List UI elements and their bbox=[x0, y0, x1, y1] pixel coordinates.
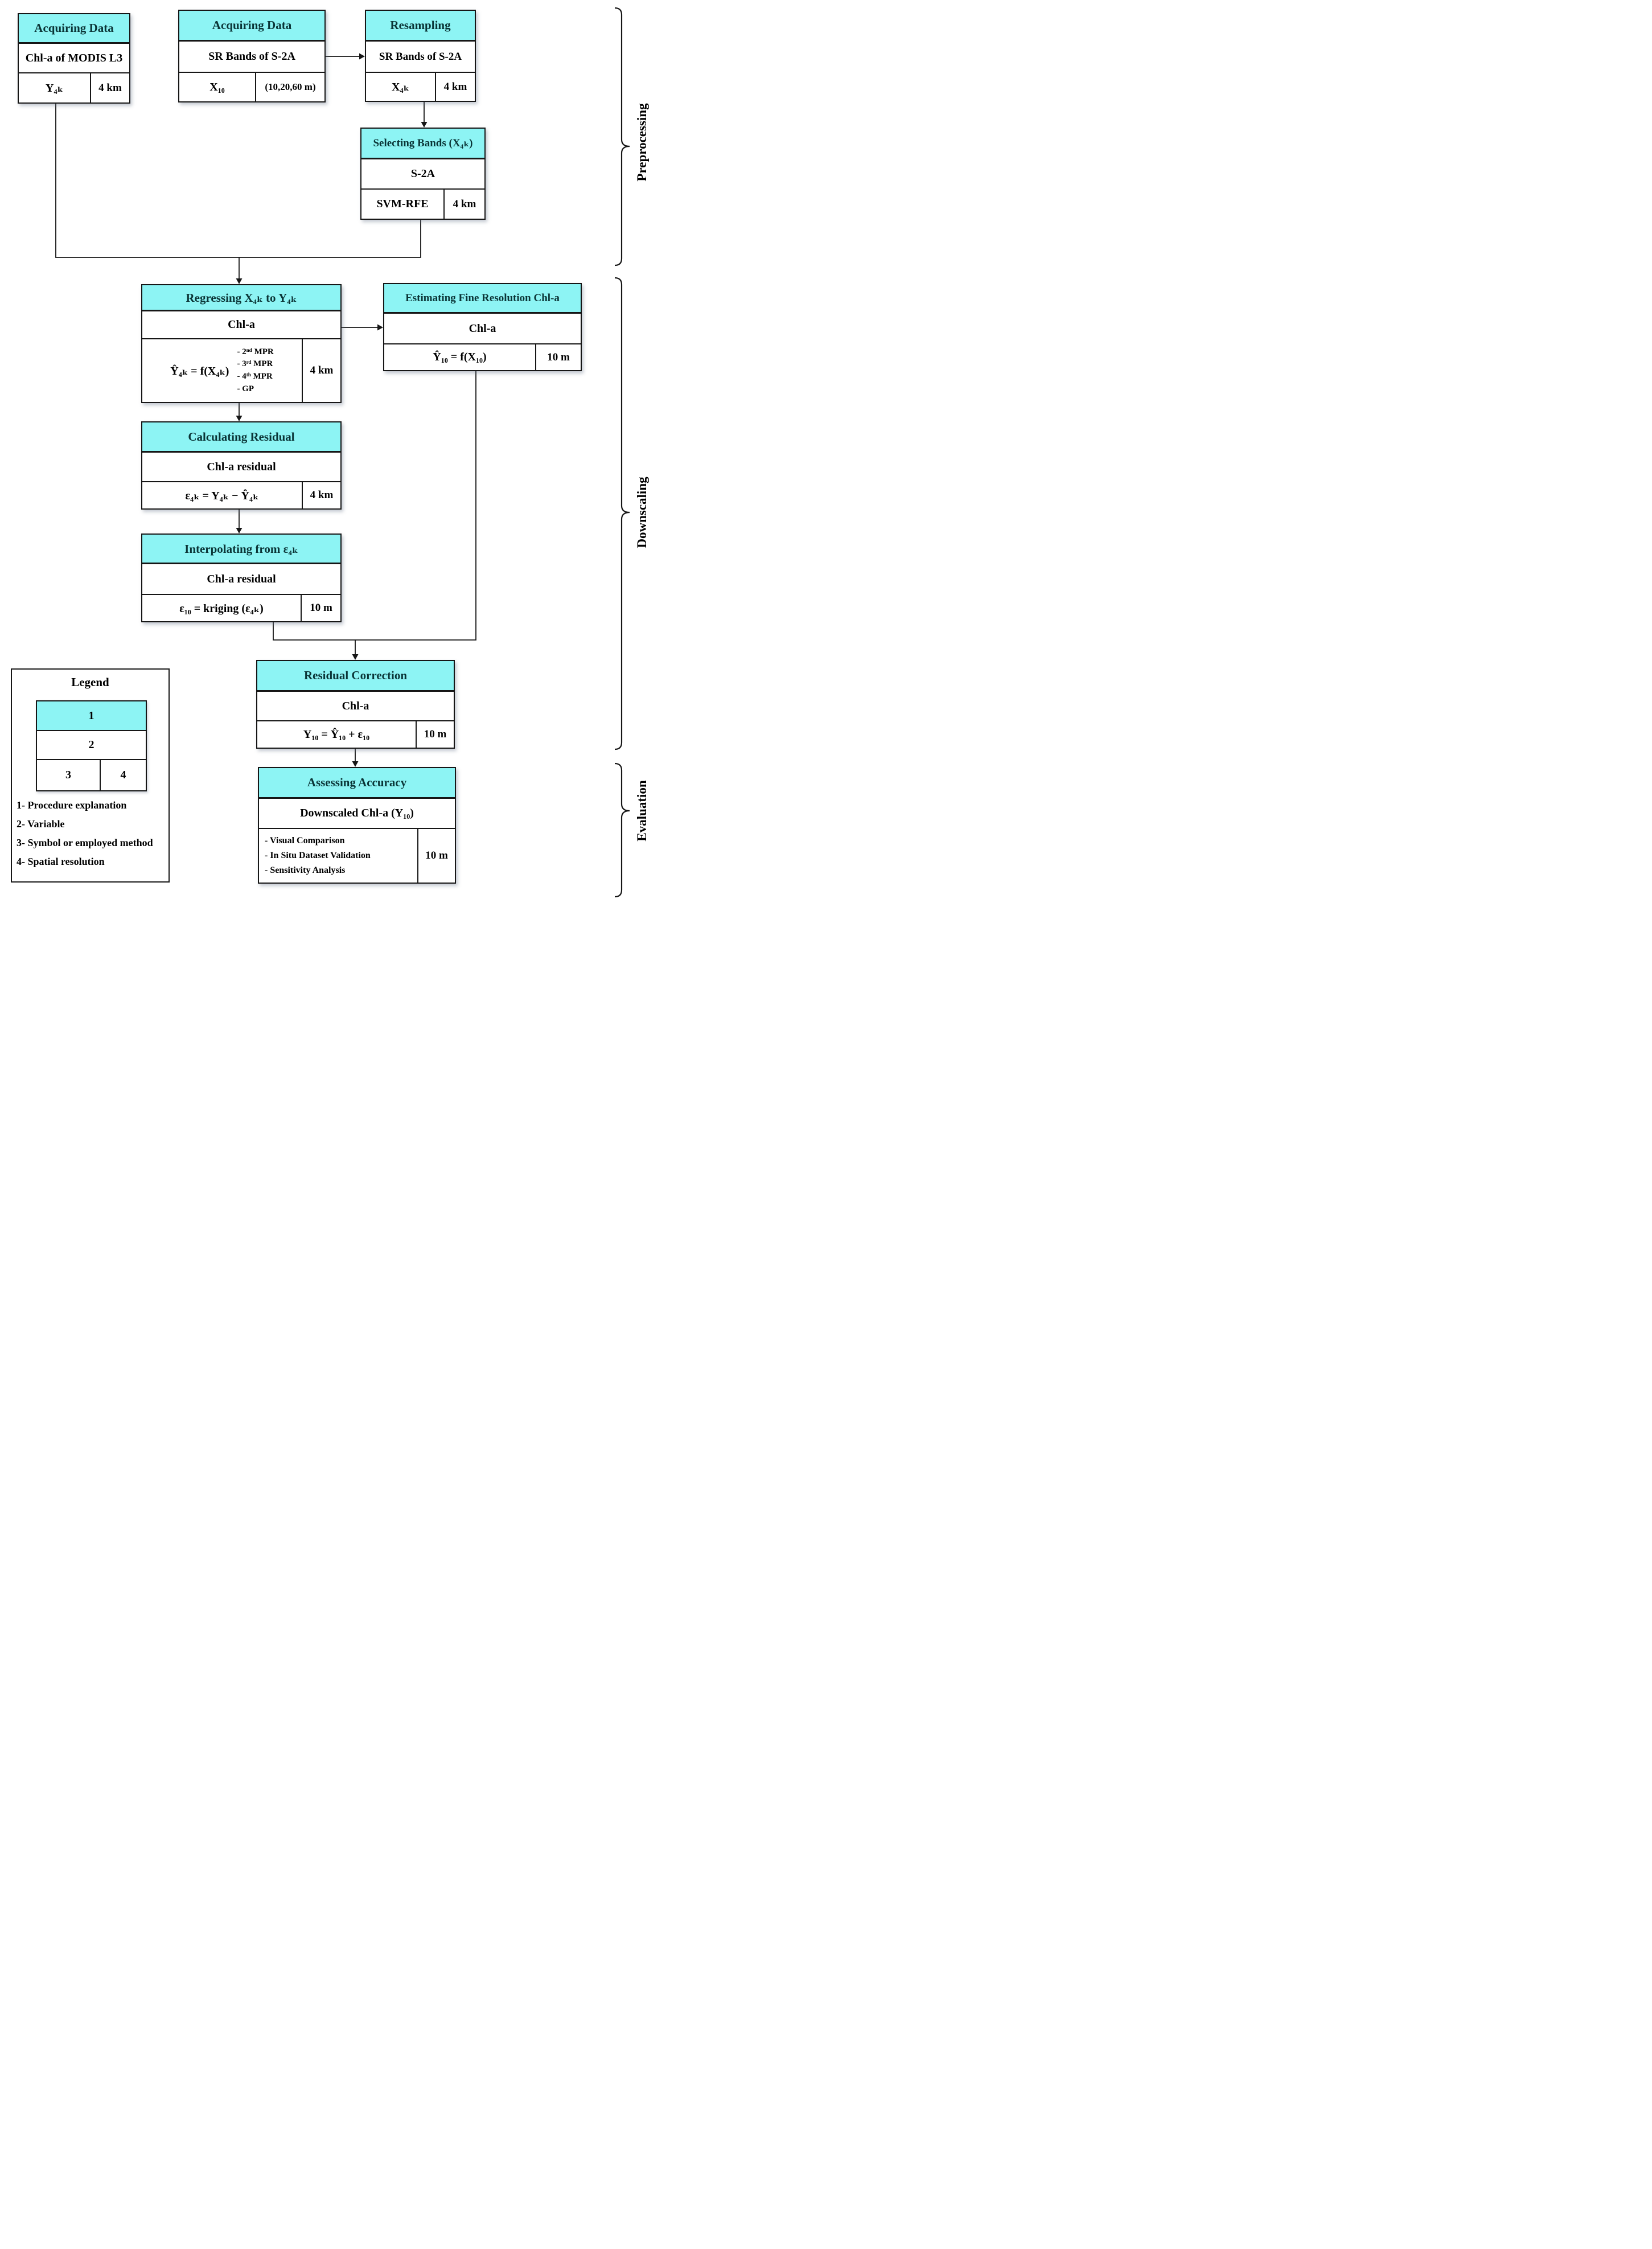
box-variable: Chl-a bbox=[257, 692, 454, 721]
box-resolution: 10 m bbox=[417, 829, 455, 883]
box-variable: Chl-a of MODIS L3 bbox=[19, 44, 129, 73]
box-variable: Chl-a bbox=[384, 314, 581, 344]
method-item: - In Situ Dataset Validation bbox=[265, 851, 371, 860]
legend-sample-cell-3: 3 bbox=[65, 769, 71, 781]
box-acquiring-modis: Acquiring Data Chl-a of MODIS L3 Y₄ₖ 4 k… bbox=[18, 13, 130, 104]
box-header: Assessing Accuracy bbox=[259, 768, 455, 799]
box-variable: Chl-a bbox=[142, 311, 340, 339]
legend-note: 3- Symbol or employed method bbox=[17, 837, 153, 848]
legend-box: Legend 1 2 3 4 1- Procedure explanation … bbox=[11, 668, 170, 883]
box-regressing: Regressing X₄ₖ to Y₄ₖ Chl-a Ŷ₄ₖ = f(X₄ₖ)… bbox=[141, 284, 342, 403]
box-symbol: Y₁₀ = Ŷ₁₀ + ε₁₀ bbox=[303, 728, 370, 741]
arrowhead-down-icon bbox=[352, 761, 359, 767]
section-label-preprocessing: Preprocessing bbox=[635, 103, 649, 182]
arrowhead-right-icon bbox=[359, 53, 365, 60]
legend-title: Legend bbox=[71, 675, 109, 689]
legend-sample-box: 1 2 3 4 bbox=[36, 700, 147, 791]
box-header: Acquiring Data bbox=[19, 14, 129, 44]
box-header: Regressing X₄ₖ to Y₄ₖ bbox=[142, 285, 340, 311]
method-item: - GP bbox=[237, 384, 254, 393]
box-resolution: 4 km bbox=[302, 482, 340, 508]
box-resolution: 4 km bbox=[435, 73, 475, 101]
legend-sample-cell-1: 1 bbox=[37, 701, 146, 731]
arrowhead-right-icon bbox=[377, 324, 383, 331]
box-resolution: 4 km bbox=[302, 339, 340, 402]
method-item: - 3ʳᵈ MPR bbox=[237, 359, 273, 369]
box-acquiring-s2a: Acquiring Data SR Bands of S-2A X₁₀ (10,… bbox=[178, 10, 326, 102]
box-symbol: Ŷ₄ₖ = f(X₄ₖ) bbox=[170, 364, 229, 377]
connector-merge-downscaling bbox=[273, 371, 476, 641]
arrowhead-down-icon bbox=[236, 278, 243, 284]
box-selecting-bands: Selecting Bands (X₄ₖ) S-2A SVM-RFE 4 km bbox=[360, 128, 486, 220]
method-item: - 2ⁿᵈ MPR bbox=[237, 347, 274, 356]
method-item: - Visual Comparison bbox=[265, 836, 345, 846]
preprocessing-brace bbox=[614, 7, 630, 266]
downscaling-brace bbox=[614, 277, 630, 750]
connector-merge-preprocessing bbox=[55, 104, 421, 258]
box-header: Resampling bbox=[366, 11, 475, 42]
box-resolution: (10,20,60 m) bbox=[255, 73, 324, 101]
box-header: Residual Correction bbox=[257, 661, 454, 692]
box-estimating: Estimating Fine Resolution Chl-a Chl-a Ŷ… bbox=[383, 283, 582, 371]
arrowheads bbox=[236, 53, 428, 767]
box-header: Estimating Fine Resolution Chl-a bbox=[384, 284, 581, 314]
method-item: - Sensitivity Analysis bbox=[265, 865, 346, 875]
arrowhead-down-icon bbox=[352, 654, 359, 660]
legend-note: 2- Variable bbox=[17, 818, 65, 830]
box-header: Interpolating from ε₄ₖ bbox=[142, 535, 340, 564]
box-symbol: ε₄ₖ = Y₄ₖ − Ŷ₄ₖ bbox=[185, 489, 259, 502]
box-resampling: Resampling SR Bands of S-2A X₄ₖ 4 km bbox=[365, 10, 476, 102]
box-resolution: 10 m bbox=[301, 595, 340, 621]
box-assessing-accuracy: Assessing Accuracy Downscaled Chl-a (Y₁₀… bbox=[258, 767, 456, 884]
legend-note: 1- Procedure explanation bbox=[17, 799, 127, 811]
box-symbol: ε₁₀ = kriging (ε₄ₖ) bbox=[179, 602, 264, 615]
box-resolution: 4 km bbox=[443, 190, 484, 219]
box-symbol: X₄ₖ bbox=[392, 81, 409, 93]
box-symbol: Ŷ₁₀ = f(X₁₀) bbox=[433, 351, 487, 363]
box-variable: S-2A bbox=[361, 159, 484, 190]
section-label-downscaling: Downscaling bbox=[635, 477, 649, 548]
box-symbol: X₁₀ bbox=[209, 80, 225, 93]
box-resolution: 4 km bbox=[90, 73, 129, 102]
assessment-methods-list: - Visual Comparison - In Situ Dataset Va… bbox=[259, 829, 417, 883]
box-variable: Chl-a residual bbox=[142, 564, 340, 595]
flowchart-canvas: Preprocessing Downscaling Evaluation Acq… bbox=[0, 0, 661, 900]
box-header: Acquiring Data bbox=[179, 11, 324, 42]
arrowhead-down-icon bbox=[421, 122, 428, 128]
box-resolution: 10 m bbox=[416, 721, 454, 748]
box-symbol: Y₄ₖ bbox=[46, 82, 63, 95]
method-item: - 4ᵗʰ MPR bbox=[237, 372, 273, 381]
legend-sample-cell-2: 2 bbox=[37, 731, 146, 760]
box-variable: Chl-a residual bbox=[142, 453, 340, 482]
box-header: Calculating Residual bbox=[142, 422, 340, 453]
legend-notes: 1- Procedure explanation 2- Variable 3- … bbox=[17, 796, 166, 871]
box-symbol: SVM-RFE bbox=[376, 198, 429, 210]
legend-note: 4- Spatial resolution bbox=[17, 856, 105, 867]
box-interpolating: Interpolating from ε₄ₖ Chl-a residual ε₁… bbox=[141, 533, 342, 622]
box-variable: Downscaled Chl-a (Y₁₀) bbox=[259, 799, 455, 829]
arrowhead-down-icon bbox=[236, 528, 243, 533]
arrowhead-down-icon bbox=[236, 416, 243, 421]
box-header: Selecting Bands (X₄ₖ) bbox=[361, 129, 484, 159]
regression-methods-list: - 2ⁿᵈ MPR - 3ʳᵈ MPR - 4ᵗʰ MPR - GP bbox=[237, 346, 277, 396]
box-residual-correction: Residual Correction Chl-a Y₁₀ = Ŷ₁₀ + ε₁… bbox=[256, 660, 455, 749]
evaluation-brace bbox=[614, 762, 630, 898]
box-resolution: 10 m bbox=[535, 344, 581, 370]
legend-sample-cell-4: 4 bbox=[100, 760, 146, 790]
connectors-layer bbox=[55, 7, 630, 898]
box-variable: SR Bands of S-2A bbox=[366, 42, 475, 73]
box-variable: SR Bands of S-2A bbox=[179, 42, 324, 73]
box-calculating-residual: Calculating Residual Chl-a residual ε₄ₖ … bbox=[141, 421, 342, 510]
section-label-evaluation: Evaluation bbox=[635, 780, 649, 842]
